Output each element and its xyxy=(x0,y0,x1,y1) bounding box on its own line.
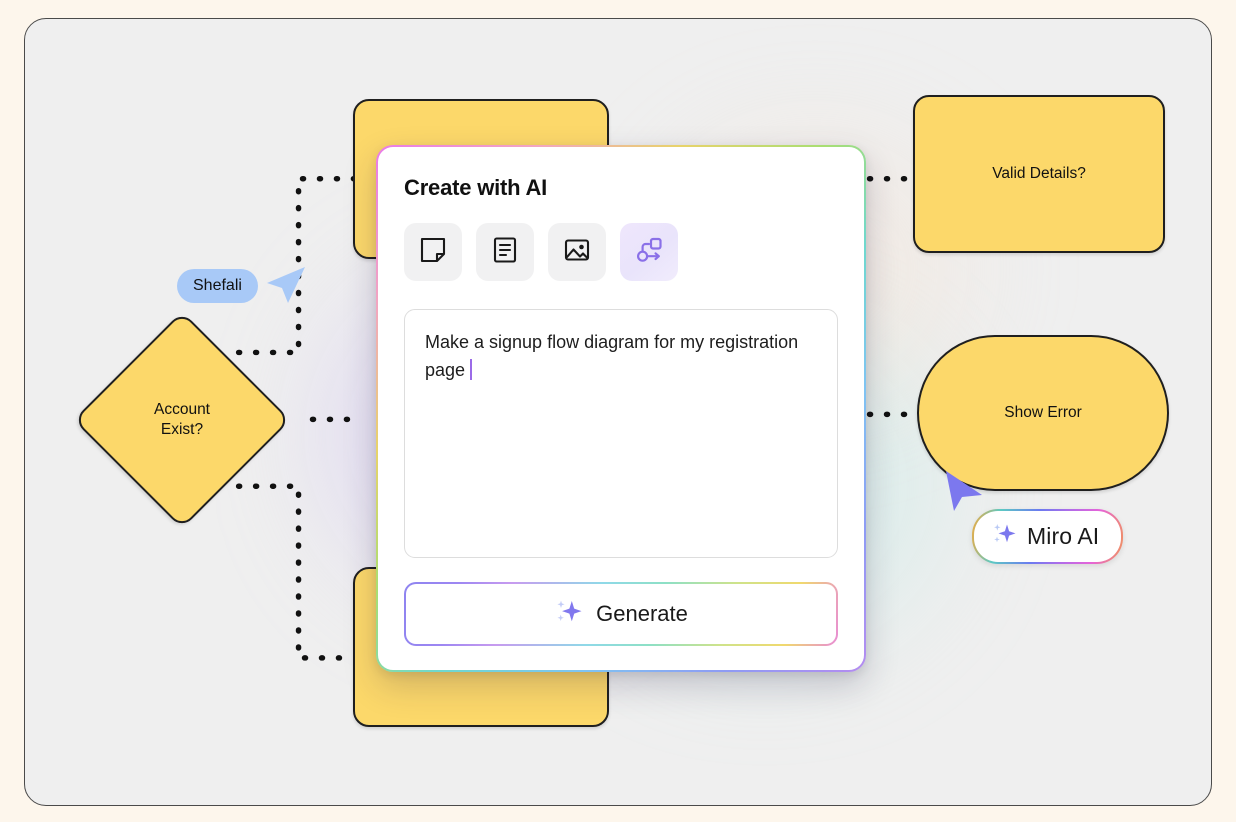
content-type-selector xyxy=(404,223,838,281)
prompt-text: Make a signup flow diagram for my regist… xyxy=(425,332,799,380)
flow-node-label: Valid Details? xyxy=(992,165,1086,183)
diagram-icon xyxy=(634,235,664,270)
miro-ai-badge: Miro AI xyxy=(972,509,1124,564)
collaborator-label-shefali: Shefali xyxy=(177,269,258,303)
type-button-document[interactable] xyxy=(476,223,534,281)
type-button-image[interactable] xyxy=(548,223,606,281)
type-button-sticky-note[interactable] xyxy=(404,223,462,281)
flow-node-label: Account Exist? xyxy=(153,400,210,438)
prompt-input[interactable]: Make a signup flow diagram for my regist… xyxy=(404,309,838,558)
image-icon xyxy=(562,235,592,270)
flow-node-valid-details[interactable]: Valid Details? xyxy=(913,95,1165,253)
text-caret xyxy=(470,358,473,380)
flow-node-account-exist[interactable]: Account Exist? xyxy=(73,311,291,529)
generate-button-wrapper: Generate xyxy=(404,582,838,646)
dialog-title: Create with AI xyxy=(404,175,548,200)
collaborator-cursor-shefali xyxy=(265,263,309,305)
generate-button[interactable]: Generate xyxy=(406,584,836,644)
miro-ai-badge-label: Miro AI xyxy=(1027,523,1100,549)
flow-node-label: Show Error xyxy=(1004,404,1082,422)
create-with-ai-dialog: Create with AI xyxy=(376,145,866,672)
sticky-note-icon xyxy=(418,235,448,270)
collaborator-cursor-miro-ai xyxy=(942,469,986,513)
collaborator-name: Shefali xyxy=(193,277,242,294)
sparkle-icon xyxy=(554,596,584,632)
document-icon xyxy=(490,235,520,270)
generate-button-label: Generate xyxy=(596,601,688,626)
flow-node-show-error[interactable]: Show Error xyxy=(917,335,1169,491)
type-button-diagram[interactable] xyxy=(620,223,678,281)
sparkle-icon xyxy=(991,520,1018,553)
miro-board-canvas[interactable]: Account Exist? Valid Details? Show Error… xyxy=(24,18,1212,806)
